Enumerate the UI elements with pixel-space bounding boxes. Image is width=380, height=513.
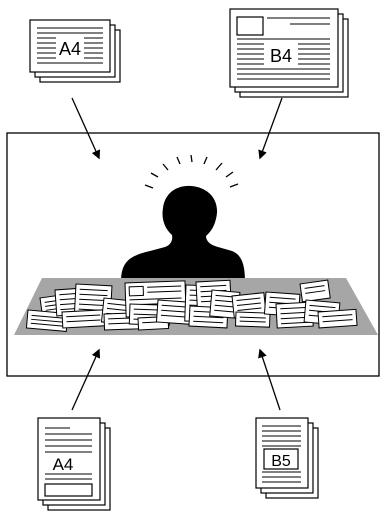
paper-size-label-bottom-right: B5 — [271, 453, 291, 470]
arrow-top-left — [71, 97, 101, 160]
paper-size-label-bottom-left: A4 — [53, 455, 74, 474]
paper-size-label-top-right: B4 — [270, 46, 292, 66]
document-stack-top-left: A4 — [29, 19, 121, 83]
arrow-bottom-left — [71, 348, 101, 411]
label-box-top-left — [56, 35, 82, 59]
document-stack-bottom-left: A4 — [37, 417, 111, 511]
paper-size-label-top-left: A4 — [59, 39, 81, 59]
arrows — [71, 97, 283, 411]
arrow-top-right — [258, 97, 283, 160]
scattered-papers — [25, 279, 358, 332]
document-stack-top-right: B4 — [229, 8, 349, 98]
stress-lines-icon — [144, 154, 239, 189]
arrow-bottom-right — [258, 348, 281, 411]
person-silhouette-icon — [121, 185, 245, 282]
document-stack-bottom-right: B5 — [255, 417, 319, 499]
